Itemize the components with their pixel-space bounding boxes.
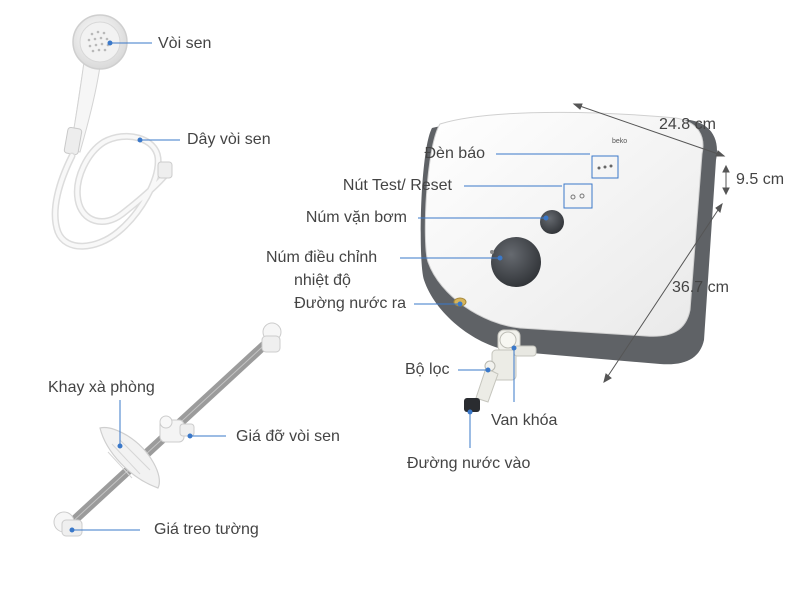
dimension-height: 36.7 cm <box>672 279 729 296</box>
soap-tray-illustration <box>99 426 160 489</box>
label-wall-bracket: Giá treo tường <box>154 521 259 538</box>
label-soap-tray: Khay xà phòng <box>48 379 155 396</box>
shower-head-illustration <box>63 14 128 156</box>
label-water-outlet: Đường nước ra <box>294 295 406 312</box>
label-water-inlet: Đường nước vào <box>407 455 531 472</box>
dimension-lines <box>572 103 730 384</box>
brand-logo: beko <box>612 138 627 145</box>
leader-lines <box>69 40 590 533</box>
shower-holder-illustration <box>159 415 195 443</box>
label-shower-holder: Giá đỡ vòi sen <box>236 428 340 445</box>
label-pump-knob: Núm vặn bơm <box>305 209 407 226</box>
label-indicator-light: Đèn báo <box>424 145 486 162</box>
label-shower-hose: Dây vòi sen <box>187 131 271 148</box>
label-temp-knob-line2: nhiệt độ <box>294 272 351 289</box>
label-temp-knob-line1: Núm điều chỉnh <box>266 249 378 266</box>
shower-hose-illustration <box>51 132 173 250</box>
water-heater-illustration: beko <box>420 111 717 412</box>
label-filter: Bộ lọc <box>405 361 450 378</box>
dimension-depth: 9.5 cm <box>736 171 785 188</box>
label-test-reset: Nút Test/ Reset <box>342 177 452 194</box>
label-valve: Van khóa <box>491 412 558 429</box>
dimension-width: 24.8 cm <box>659 116 716 133</box>
label-shower-head: Vòi sen <box>158 35 212 52</box>
